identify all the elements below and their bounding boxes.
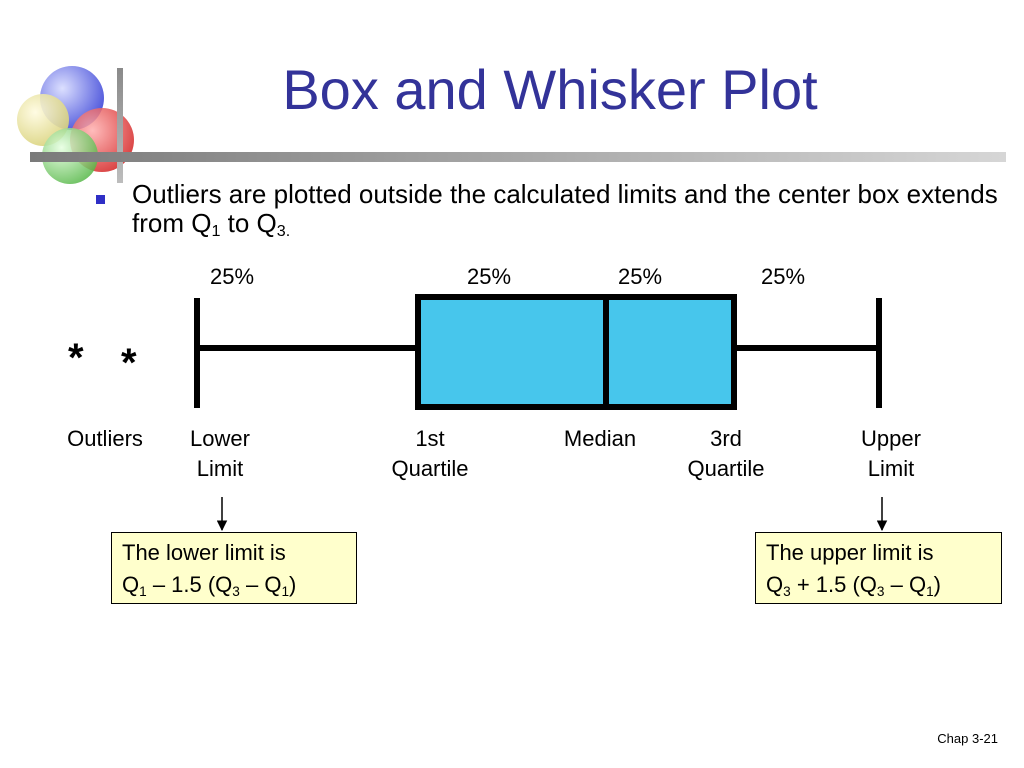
interquartile-box xyxy=(415,294,737,410)
upper-limit-callout: The upper limit is Q3 + 1.5 (Q3 – Q1) xyxy=(755,532,1002,604)
slide-footer: Chap 3-21 xyxy=(937,731,998,746)
percent-label-lower-box: 25% xyxy=(466,264,512,289)
lower-limit-callout: The lower limit is Q1 – 1.5 (Q3 – Q1) xyxy=(111,532,357,604)
title-underline-bar xyxy=(30,152,1006,162)
bullet-text: Outliers are plotted outside the calcula… xyxy=(132,179,998,240)
bullet-marker xyxy=(96,195,105,204)
slide-title: Box and Whisker Plot xyxy=(282,58,818,121)
percent-label-upper-whisker: 25% xyxy=(760,264,806,289)
label-median: Median xyxy=(563,426,637,451)
percent-label-upper-box: 25% xyxy=(617,264,663,289)
title-vertical-rule xyxy=(117,68,123,183)
outlier-marker: * xyxy=(68,336,84,380)
outlier-marker: * xyxy=(121,341,137,385)
percent-label-lower-whisker: 25% xyxy=(209,264,255,289)
label-outliers: Outliers xyxy=(67,426,143,451)
